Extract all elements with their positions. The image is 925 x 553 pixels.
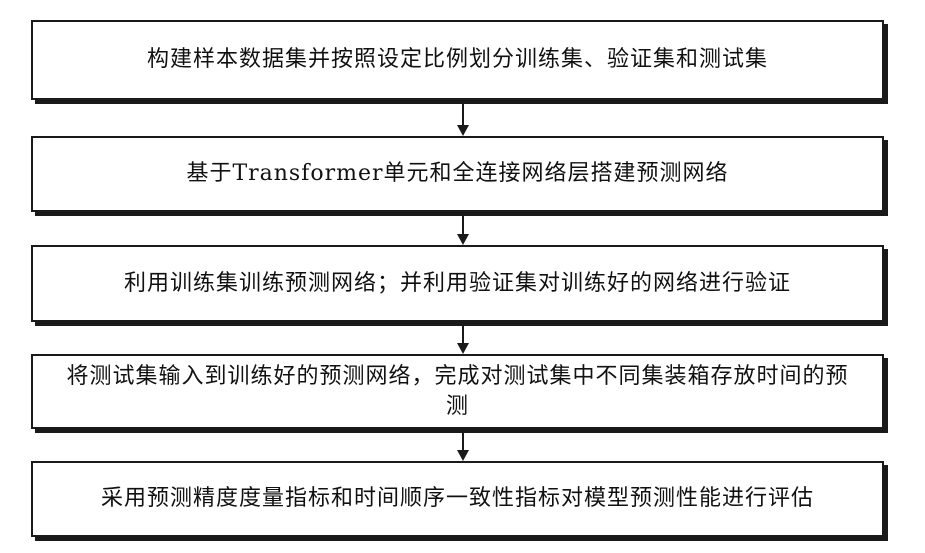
- arrow-head-icon: [457, 125, 469, 136]
- arrow-head-icon: [457, 450, 469, 461]
- step-3-box: 利用训练集训练预测网络；并利用验证集对训练好的网络进行验证: [31, 245, 884, 322]
- arrow-head-icon: [457, 343, 469, 354]
- step-5-text: 采用预测精度度量指标和时间顺序一致性指标对模型预测性能进行评估: [101, 484, 814, 514]
- step-1-text: 构建样本数据集并按照设定比例划分训练集、验证集和测试集: [147, 45, 768, 75]
- step-4-box: 将测试集输入到训练好的预测网络，完成对测试集中不同集装箱存放时间的预测: [31, 354, 884, 429]
- arrow-3-4: [457, 324, 469, 354]
- arrow-head-icon: [457, 234, 469, 245]
- step-4-text: 将测试集输入到训练好的预测网络，完成对测试集中不同集装箱存放时间的预测: [63, 362, 852, 422]
- step-2-box: 基于Transformer单元和全连接网络层搭建预测网络: [31, 136, 884, 212]
- arrow-1-2: [457, 102, 469, 136]
- step-1-box: 构建样本数据集并按照设定比例划分训练集、验证集和测试集: [31, 20, 884, 100]
- step-5-box: 采用预测精度度量指标和时间顺序一致性指标对模型预测性能进行评估: [31, 461, 884, 537]
- arrow-2-3: [457, 214, 469, 245]
- step-2-text: 基于Transformer单元和全连接网络层搭建预测网络: [186, 159, 728, 189]
- arrow-4-5: [457, 431, 469, 461]
- step-3-text: 利用训练集训练预测网络；并利用验证集对训练好的网络进行验证: [124, 269, 791, 299]
